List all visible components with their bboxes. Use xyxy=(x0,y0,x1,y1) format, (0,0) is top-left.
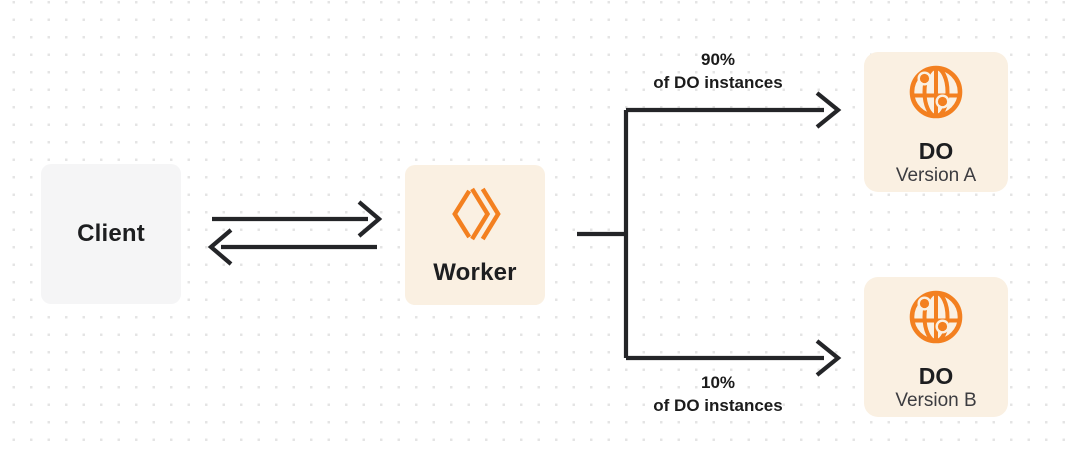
do-a-title: DO xyxy=(918,138,954,164)
arrow-to-version-b xyxy=(626,339,842,377)
split-connector xyxy=(577,110,629,358)
do-version-a-box: DO Version A xyxy=(864,52,1008,192)
worker-to-client-arrow xyxy=(207,228,377,266)
client-label: Client xyxy=(77,220,145,247)
globe-icon xyxy=(909,65,963,119)
do-b-subtitle: Version B xyxy=(895,390,977,411)
client-box: Client xyxy=(41,164,181,304)
workers-chevrons-icon xyxy=(452,187,501,241)
worker-box: Worker xyxy=(405,165,545,305)
client-to-worker-arrow xyxy=(212,200,383,238)
do-b-title: DO xyxy=(918,363,954,389)
do-version-b-box: DO Version B xyxy=(864,277,1008,417)
arrow-to-version-a xyxy=(626,91,842,129)
route-label-10: 10% of DO instances xyxy=(593,371,843,417)
route-percent: 90% xyxy=(700,50,736,69)
globe-icon xyxy=(909,290,963,344)
worker-label: Worker xyxy=(433,259,517,286)
do-a-subtitle: Version A xyxy=(895,165,977,186)
route-percent: 10% xyxy=(700,373,736,392)
route-label-90: 90% of DO instances xyxy=(593,48,843,94)
route-caption: of DO instances xyxy=(653,73,783,92)
route-caption: of DO instances xyxy=(653,396,783,415)
